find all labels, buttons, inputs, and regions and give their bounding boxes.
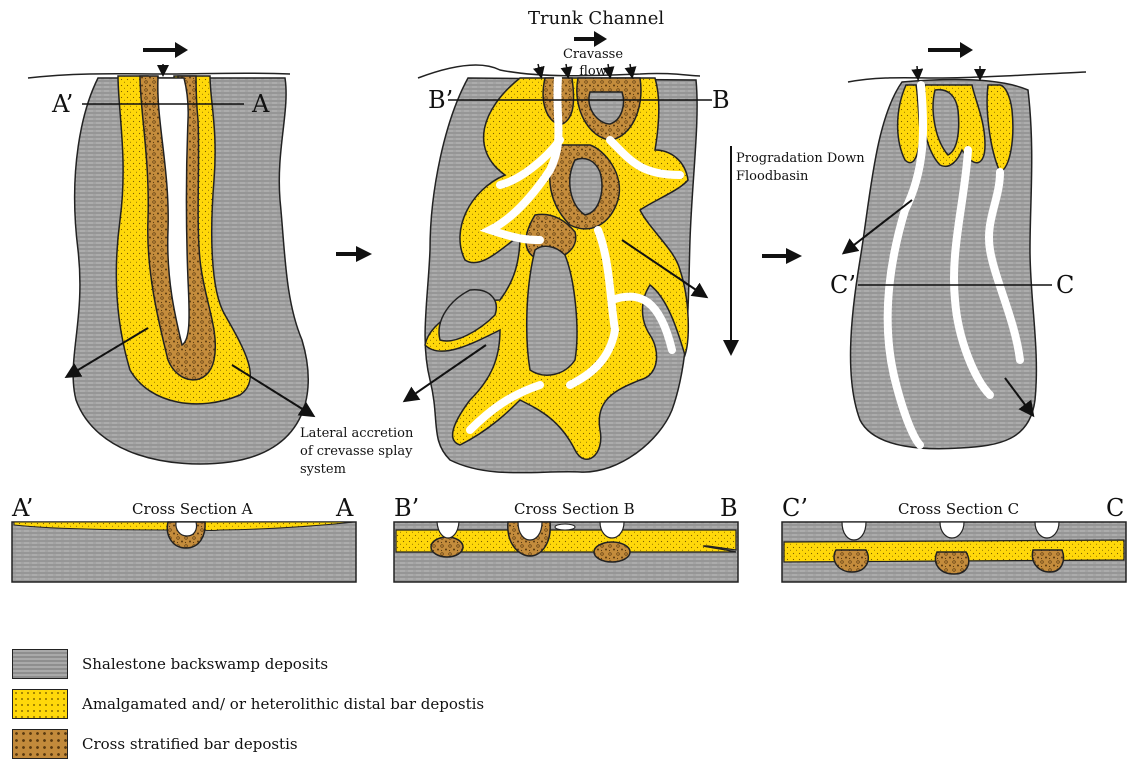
cross-section-b-right: B	[720, 494, 738, 522]
section-a-right-marker: A	[252, 90, 269, 118]
legend-swatch-shale	[12, 649, 68, 679]
section-a-left-marker: A’	[52, 90, 73, 118]
legend-item-cross-stratified: Cross stratified bar depostis	[12, 728, 298, 760]
cross-section-c	[782, 522, 1126, 582]
legend-swatch-distal-bar	[12, 689, 68, 719]
cross-section-a-left: A’	[12, 494, 33, 522]
legend-item-distal-bar: Amalgamated and/ or heterolithic distal …	[12, 688, 484, 720]
legend-label-distal-bar: Amalgamated and/ or heterolithic distal …	[82, 695, 484, 713]
panel-c-bar-1	[898, 85, 920, 163]
panel-arrow-2	[762, 248, 802, 264]
lateral-accretion-label: Lateral accretion of crevasse splay syst…	[300, 425, 430, 479]
flow-arrow-a	[143, 42, 188, 58]
cravasse-flow-label: Cravasse flow	[548, 46, 638, 80]
cross-section-b-left: B’	[394, 494, 419, 522]
section-b-left-marker: B’	[428, 86, 453, 114]
panel-c	[845, 42, 1086, 449]
legend-item-shale: Shalestone backswamp deposits	[12, 648, 328, 680]
cross-section-b-title: Cross Section B	[514, 500, 635, 518]
cross-section-c-left: C’	[782, 494, 808, 522]
small-arrow-c1	[917, 66, 918, 78]
section-b-right-marker: B	[712, 86, 730, 114]
cross-section-a-title: Cross Section A	[132, 500, 253, 518]
legend-label-shale: Shalestone backswamp deposits	[82, 655, 328, 673]
panel-b	[406, 31, 731, 473]
progradation-label: Progradation Down Floodbasin	[736, 150, 876, 186]
legend-label-cross-stratified: Cross stratified bar depostis	[82, 735, 298, 753]
cross-section-b	[394, 522, 738, 582]
cross-section-a-right: A	[336, 494, 353, 522]
cross-section-a	[12, 522, 356, 582]
cross-section-c-title: Cross Section C	[898, 500, 1019, 518]
section-c-left-marker: C’	[830, 271, 856, 299]
flow-arrow-b	[574, 31, 607, 47]
legend-swatch-cross-stratified	[12, 729, 68, 759]
trunk-channel-title: Trunk Channel	[528, 8, 664, 29]
section-c-right-marker: C	[1056, 271, 1074, 299]
panel-arrow-1	[336, 246, 372, 262]
cross-section-c-right: C	[1106, 494, 1124, 522]
flow-arrow-c	[928, 42, 973, 58]
